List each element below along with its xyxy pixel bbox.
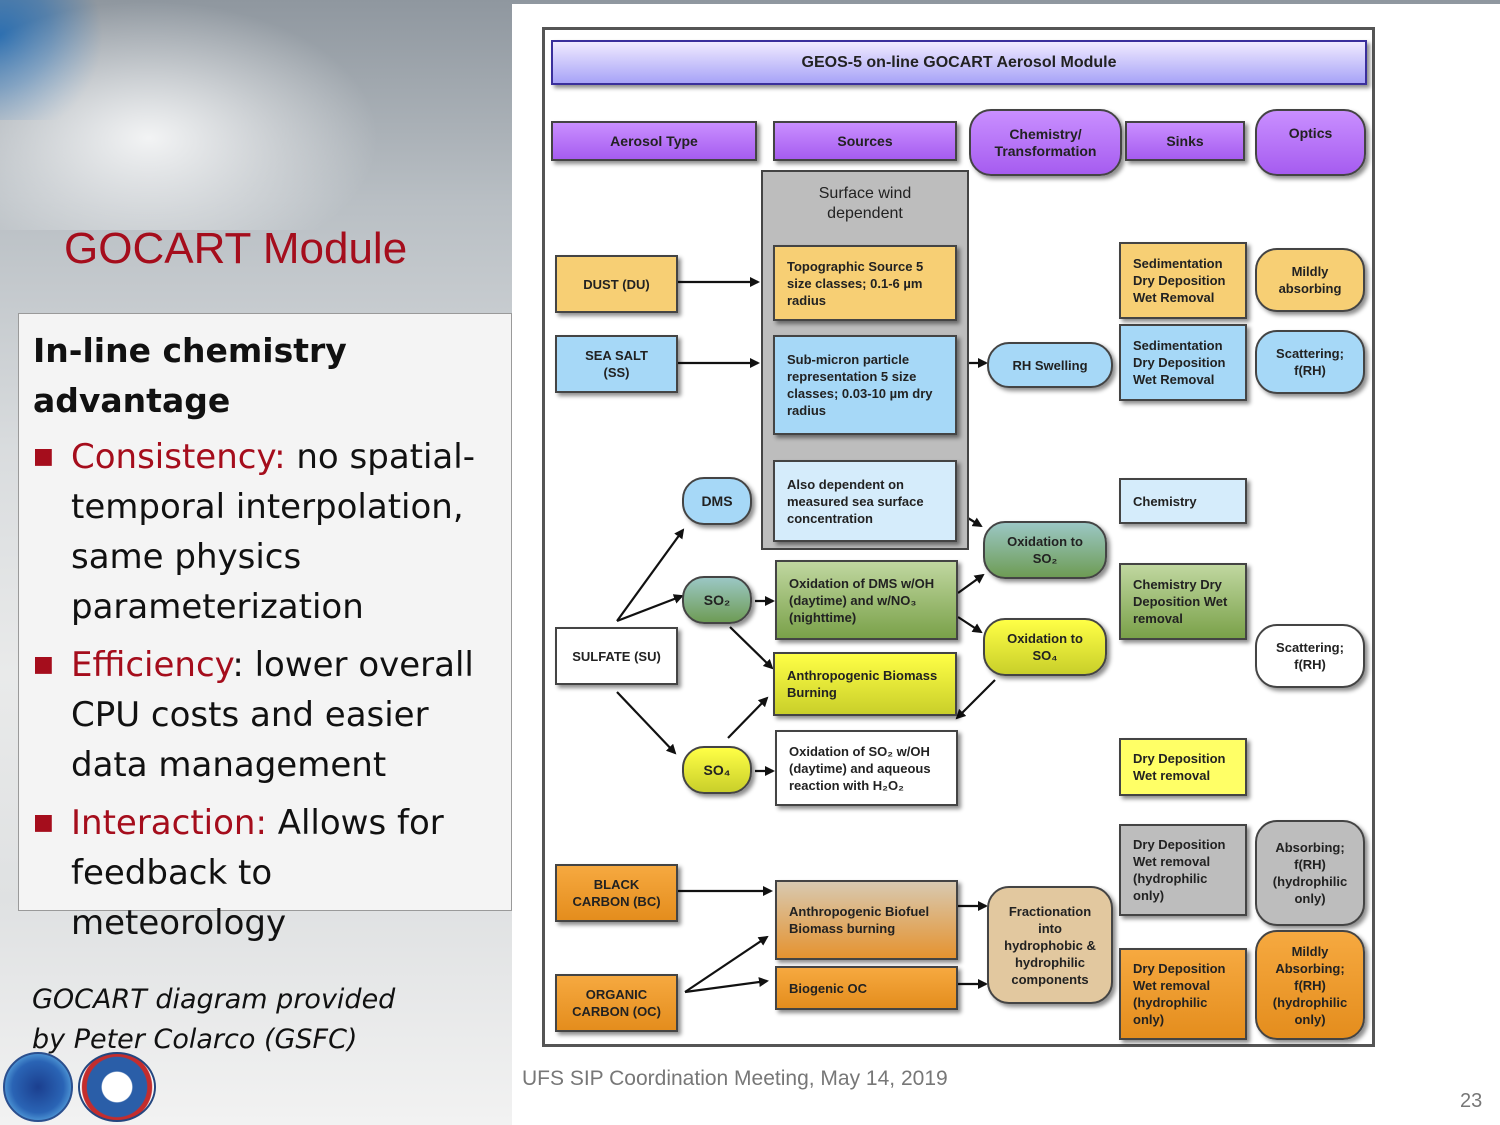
optics-sulfate: Scattering; f(RH) bbox=[1255, 624, 1365, 688]
bullet-square-icon: ■ bbox=[33, 810, 54, 835]
species-so4: SO₄ bbox=[682, 746, 752, 794]
bullet-text: : lower overall CPU costs and easier dat… bbox=[71, 645, 474, 785]
bullet-consistency: ■ Consistency: no spatial-temporal interp… bbox=[33, 432, 497, 632]
advantages-list: ■ Consistency: no spatial-temporal interp… bbox=[33, 432, 497, 948]
sink-dms: Chemistry bbox=[1119, 478, 1247, 524]
aerosol-sea-salt: SEA SALT (SS) bbox=[555, 335, 678, 393]
advantages-textbox: In-line chemistry advantage ■ Consistency… bbox=[18, 313, 512, 943]
bullet-keyword: Consistency: bbox=[71, 437, 286, 477]
gocart-diagram: GEOS-5 on-line GOCART Aerosol Module Aer… bbox=[542, 27, 1375, 1047]
header-sources: Sources bbox=[773, 121, 957, 161]
bullet-interaction: ■ Interaction: Allows for feedback to met… bbox=[33, 798, 497, 948]
header-sinks: Sinks bbox=[1125, 121, 1245, 161]
source-biogenic-oc: Biogenic OC bbox=[775, 966, 958, 1010]
bullet-text: Allows for feedback to meteorology bbox=[71, 803, 444, 943]
source-anthropogenic-biomass: Anthropogenic Biomass Burning bbox=[773, 652, 957, 716]
chem-rh-swelling: RH Swelling bbox=[987, 342, 1113, 388]
bullet-keyword: Interaction: bbox=[71, 803, 267, 843]
source-sea-surface: Also dependent on measured sea surface c… bbox=[773, 460, 957, 542]
optics-dust: Mildly absorbing bbox=[1255, 248, 1365, 312]
header-aerosol-type: Aerosol Type bbox=[551, 121, 757, 161]
arrow-oc-to-anthro bbox=[684, 935, 769, 993]
textbox-heading: In-line chemistry advantage bbox=[33, 331, 347, 420]
diagram-title: GEOS-5 on-line GOCART Aerosol Module bbox=[551, 40, 1367, 85]
sink-organic-carbon: Dry Deposition Wet removal (hydrophilic … bbox=[1119, 948, 1247, 1040]
arrow-so2-to-anthro bbox=[729, 626, 774, 670]
chem-fractionation: Fractionation into hydrophobic & hydroph… bbox=[987, 886, 1113, 1004]
chem-oxidation-to-so2: Oxidation to SO₂ bbox=[983, 521, 1107, 579]
species-so2: SO₂ bbox=[682, 576, 752, 624]
arrow-sulfate-to-so2 bbox=[616, 594, 684, 623]
source-topographic: Topographic Source 5 size classes; 0.1-6… bbox=[773, 245, 957, 321]
arrow-sulfate-to-dms bbox=[616, 528, 685, 622]
aerosol-sulfate: SULFATE (SU) bbox=[555, 627, 678, 685]
sink-so2: Chemistry Dry Deposition Wet removal bbox=[1119, 563, 1247, 640]
header-chemistry: Chemistry/ Transformation bbox=[969, 109, 1122, 176]
diagram-credit: GOCART diagram provided by Peter Colarco… bbox=[32, 980, 395, 1060]
slide-footer: UFS SIP Coordination Meeting, May 14, 20… bbox=[522, 1067, 948, 1090]
background-cloud bbox=[0, 0, 380, 230]
source-submicron: Sub-micron particle representation 5 siz… bbox=[773, 335, 957, 435]
slide-title: GOCART Module bbox=[64, 224, 408, 273]
arrow-so4-to-anthro bbox=[727, 696, 769, 739]
source-oxidation-dms: Oxidation of DMS w/OH (daytime) and w/NO… bbox=[775, 560, 958, 640]
source-anthropogenic-biofuel: Anthropogenic Biofuel Biomass burning bbox=[775, 880, 958, 960]
arrow-oc-to-biogenic bbox=[684, 977, 769, 994]
source-oxidation-so2: Oxidation of SO₂ w/OH (daytime) and aque… bbox=[775, 730, 958, 806]
aerosol-dust: DUST (DU) bbox=[555, 255, 678, 313]
header-optics: Optics bbox=[1255, 109, 1366, 176]
credit-line-1: GOCART diagram provided bbox=[32, 984, 396, 1015]
sink-black-carbon: Dry Deposition Wet removal (hydrophilic … bbox=[1119, 824, 1247, 916]
bullet-square-icon: ■ bbox=[33, 444, 54, 469]
arrow-oxdms-to-oxso2 bbox=[957, 573, 985, 594]
bullet-efficiency: ■ Efficiency: lower overall CPU costs and… bbox=[33, 640, 497, 790]
optics-sea-salt: Scattering; f(RH) bbox=[1255, 330, 1365, 394]
aerosol-organic-carbon: ORGANIC CARBON (OC) bbox=[555, 974, 678, 1032]
credit-line-2: by Peter Colarco (GSFC) bbox=[32, 1024, 358, 1055]
arrow-oxso4-to-anthro bbox=[955, 679, 996, 720]
sink-dust: Sedimentation Dry Deposition Wet Removal bbox=[1119, 242, 1247, 319]
aerosol-black-carbon: BLACK CARBON (BC) bbox=[555, 864, 678, 922]
bullet-square-icon: ■ bbox=[33, 652, 54, 677]
bullet-text: no spatial-temporal interpolation, same … bbox=[71, 437, 475, 627]
arrow-oxdms-to-oxso4 bbox=[957, 616, 983, 634]
chem-oxidation-to-so4: Oxidation to SO₄ bbox=[983, 618, 1107, 676]
nws-logo bbox=[78, 1052, 156, 1122]
arrow-sulfate-to-so4 bbox=[616, 691, 677, 755]
bullet-keyword: Efficiency bbox=[71, 645, 233, 685]
optics-black-carbon: Absorbing; f(RH) (hydrophilic only) bbox=[1255, 820, 1365, 926]
sink-sea-salt: Sedimentation Dry Deposition Wet Removal bbox=[1119, 324, 1247, 401]
noaa-logo bbox=[3, 1052, 73, 1122]
page-number: 23 bbox=[1460, 1090, 1483, 1112]
species-dms: DMS bbox=[682, 477, 752, 525]
optics-organic-carbon: Mildly Absorbing; f(RH) (hydrophilic onl… bbox=[1255, 930, 1365, 1040]
sink-so4: Dry Deposition Wet removal bbox=[1119, 738, 1247, 796]
